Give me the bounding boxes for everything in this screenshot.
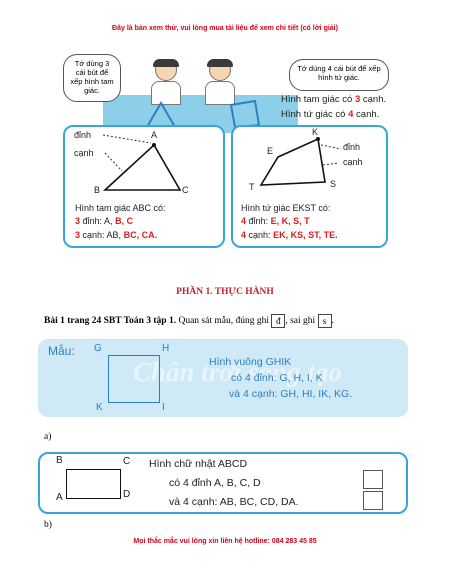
point-b-label: B: [94, 185, 101, 195]
triangle-title: Hình tam giác ABC có:: [75, 203, 166, 213]
exercise-instruction: Bài 1 trang 24 SBT Toán 3 tập 1. Quan sá…: [44, 314, 334, 328]
rectangle-abcd: [66, 469, 121, 499]
point-a-label: A: [151, 130, 158, 140]
quad-panel: E K S T đỉnh cạnh Hình tứ giác EKST có: …: [231, 125, 388, 248]
point-c: C: [123, 456, 131, 467]
point-e-label: E: [267, 146, 274, 156]
edge-label: cạnh: [74, 148, 94, 158]
quad-edge-line: Hình tứ giác có 4 cạnh.: [281, 109, 380, 120]
quad-vertices-line: 4 đỉnh: E, K, S, T: [241, 216, 310, 226]
part-a-description: Hình chữ nhật ABCD có 4 đỉnh A, B, C, D …: [149, 458, 299, 508]
point-s-label: S: [330, 179, 337, 189]
point-k-label: K: [312, 127, 319, 137]
speech-bubble-right: Tớ dùng 4 cái bút để xếp hình tứ giác.: [289, 59, 389, 91]
triangle-vertices-line: 3 đỉnh: A, B, C: [75, 216, 134, 226]
sample-point-k: K: [96, 402, 103, 413]
section-title: PHẦN 1. THỰC HÀNH: [176, 287, 274, 297]
triangle-edge-line: Hình tam giác có 3 cạnh.: [281, 94, 387, 105]
quad-edge-answer: 4: [348, 109, 354, 120]
sample-point-g: G: [94, 343, 102, 354]
part-b-label: b): [44, 520, 52, 530]
triangle-figure: [102, 134, 182, 191]
true-mark-box: đ: [271, 314, 286, 328]
vertex-label: đỉnh: [74, 130, 92, 140]
point-d: D: [123, 489, 131, 500]
sample-box: Chân trời sáng tạo Mẫu: G H K I Hình vuô…: [38, 339, 408, 417]
speech-bubble-left: Tớ dùng 3 cái bút để xếp hình tam giác.: [63, 54, 121, 102]
watermark: Chân trời sáng tạo: [133, 357, 342, 387]
triangle-edges-line: 3 cạnh: AB, BC, CA.: [75, 230, 158, 240]
quad-edges-line: 4 cạnh: EK, KS, ST, TE.: [241, 230, 338, 240]
point-c-label: C: [182, 185, 189, 195]
sample-description: Hình vuông GHIK có 4 đỉnh: G, H, I, K và…: [209, 356, 353, 400]
point-t-label: T: [249, 182, 255, 192]
part-a-label: a): [44, 432, 52, 442]
false-mark-box: s: [317, 314, 332, 328]
triangle-panel: đỉnh cạnh A B C Hình tam giác ABC có: 3 …: [63, 125, 225, 248]
exercise-title: Bài 1 trang 24 SBT Toán 3 tập 1.: [44, 316, 177, 327]
child-left: [151, 59, 181, 105]
preview-notice: Đây là bản xem thử, vui lòng mua tài liệ…: [112, 25, 338, 32]
sample-point-h: H: [162, 343, 170, 354]
quad-vertex-label: đỉnh: [343, 142, 361, 152]
child-right: [205, 59, 235, 105]
quad-figure: [259, 137, 342, 186]
answer-box-vertices[interactable]: [363, 470, 383, 489]
part-a-box: B C A D Hình chữ nhật ABCD có 4 đỉnh A, …: [38, 452, 408, 514]
hotline-notice: Mọi thắc mắc vui lòng xin liên hệ hotlin…: [133, 538, 317, 545]
point-b: B: [56, 455, 63, 466]
triangle-edge-answer: 3: [354, 94, 361, 105]
illustration: Tớ dùng 3 cái bút để xếp hình tam giác. …: [63, 45, 389, 260]
quad-title: Hình tứ giác EKST có:: [241, 203, 331, 213]
sample-square: [108, 355, 160, 403]
sample-point-i: I: [162, 402, 165, 413]
point-a: A: [56, 492, 63, 503]
sample-label: Mẫu:: [48, 344, 75, 358]
quad-edge-label: cạnh: [343, 157, 363, 167]
answer-box-edges[interactable]: [363, 491, 383, 510]
